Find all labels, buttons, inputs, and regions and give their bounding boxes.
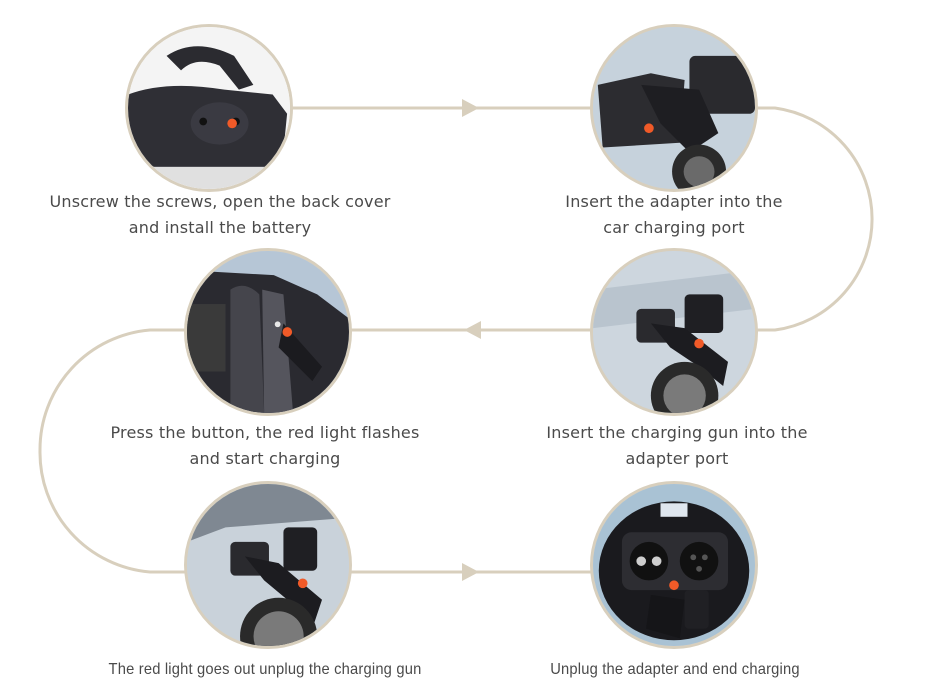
step-1-caption: Unscrew the screws, open the back cover … <box>20 189 420 241</box>
arrow-right-icon <box>462 99 479 117</box>
press-button-image <box>187 251 349 413</box>
step-3-caption-line1: Insert the charging gun into the <box>546 423 808 442</box>
connector-4-5 <box>38 328 188 574</box>
connector-2-3 <box>755 106 874 332</box>
step-6-caption-line1: Unplug the adapter and end charging <box>550 661 800 678</box>
indicator-dot <box>694 338 704 349</box>
step-4-caption-line1: Press the button, the red light flashes <box>110 423 420 442</box>
step-2-caption: Insert the adapter into the car charging… <box>524 189 824 241</box>
step-4-caption-line2: and start charging <box>189 449 341 468</box>
arrow-right-icon <box>462 563 479 581</box>
step-5-caption-line1: The red light goes out unplug the chargi… <box>108 661 422 678</box>
adapter-in-car-port-image <box>593 27 755 189</box>
indicator-dot <box>227 118 237 129</box>
unplug-adapter-image <box>593 484 755 646</box>
step-5-caption: The red light goes out unplug the chargi… <box>76 657 453 683</box>
arrow-left-icon <box>464 321 481 339</box>
step-5-photo <box>184 481 352 649</box>
indicator-dot <box>282 327 293 337</box>
step-1-caption-line1: Unscrew the screws, open the back cover <box>49 192 391 211</box>
step-3-caption: Insert the charging gun into the adapter… <box>507 420 847 472</box>
step-3-caption-line2: adapter port <box>625 449 729 468</box>
step-6-photo <box>590 481 758 649</box>
indicator-dot <box>297 578 308 589</box>
step-1-photo <box>125 24 293 192</box>
step-2-caption-line1: Insert the adapter into the <box>565 192 783 211</box>
charger-handle-image <box>128 27 290 189</box>
step-4-caption: Press the button, the red light flashes … <box>90 420 440 472</box>
step-1-caption-line2: and install the battery <box>128 218 312 237</box>
charging-gun-in-adapter-image <box>593 251 755 413</box>
indicator-dot <box>669 580 679 591</box>
indicator-dot <box>644 123 654 134</box>
step-2-caption-line2: car charging port <box>603 218 745 237</box>
step-6-caption: Unplug the adapter and end charging <box>523 657 827 683</box>
step-4-photo <box>184 248 352 416</box>
step-3-photo <box>590 248 758 416</box>
step-2-photo <box>590 24 758 192</box>
unplug-charging-gun-image <box>187 484 349 646</box>
